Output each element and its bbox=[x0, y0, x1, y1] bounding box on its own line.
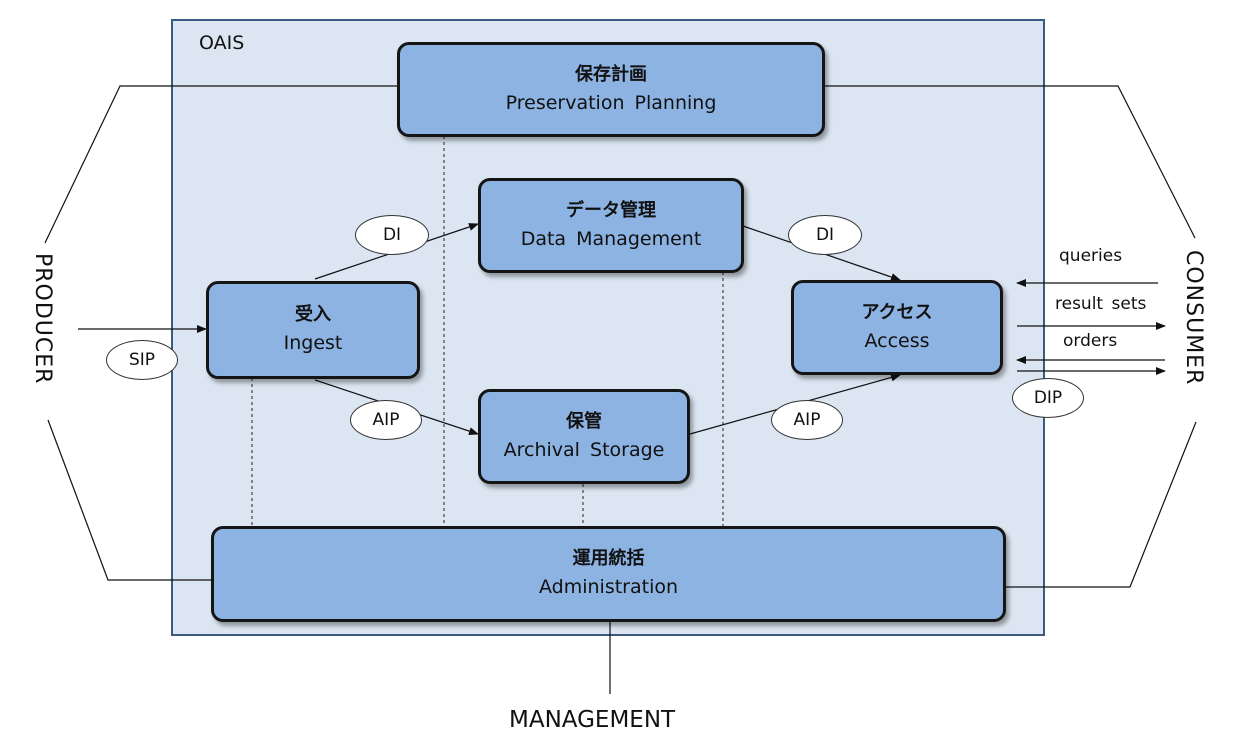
result-sets-label: result sets bbox=[1055, 294, 1147, 314]
ingest-jp: 受入 bbox=[295, 304, 331, 325]
dip-oval: DIP bbox=[1012, 378, 1084, 418]
access-box: アクセス Access bbox=[791, 280, 1003, 375]
data-management-jp: データ管理 bbox=[566, 199, 656, 221]
consumer-bracket-top bbox=[824, 85, 1196, 239]
sip-oval: SIP bbox=[106, 340, 178, 380]
archival-storage-box: 保管 Archival Storage bbox=[478, 389, 690, 484]
archival-storage-en: Archival Storage bbox=[503, 438, 665, 461]
consumer-bracket-bottom bbox=[1005, 421, 1197, 588]
preservation-planning-jp: 保存計画 bbox=[575, 63, 647, 85]
aip-left-oval: AIP bbox=[350, 400, 422, 440]
administration-jp: 運用統括 bbox=[572, 548, 645, 569]
producer-label: PRODUCER bbox=[30, 253, 55, 385]
data-management-en: Data Management bbox=[520, 227, 702, 250]
access-en: Access bbox=[864, 329, 930, 352]
oais-label: OAIS bbox=[199, 32, 245, 54]
consumer-label: CONSUMER bbox=[1181, 250, 1206, 386]
data-management-box: データ管理 Data Management bbox=[478, 178, 744, 273]
producer-bracket-top bbox=[44, 85, 398, 244]
queries-label: queries bbox=[1059, 246, 1123, 266]
aip-right-oval: AIP bbox=[771, 400, 843, 440]
administration-en: Administration bbox=[538, 576, 679, 598]
di-right-oval: DI bbox=[788, 215, 862, 255]
preservation-planning-en: Preservation Planning bbox=[505, 91, 717, 114]
orders-label: orders bbox=[1063, 331, 1118, 351]
access-jp: アクセス bbox=[861, 301, 933, 323]
management-label: MANAGEMENT bbox=[509, 707, 676, 733]
di-left-oval: DI bbox=[355, 215, 429, 255]
ingest-en: Ingest bbox=[283, 332, 343, 354]
ingest-box: 受入 Ingest bbox=[206, 281, 420, 379]
archival-storage-jp: 保管 bbox=[566, 410, 602, 432]
preservation-planning-box: 保存計画 Preservation Planning bbox=[397, 42, 825, 137]
administration-box: 運用統括 Administration bbox=[211, 526, 1006, 622]
producer-bracket-bottom bbox=[47, 419, 218, 581]
